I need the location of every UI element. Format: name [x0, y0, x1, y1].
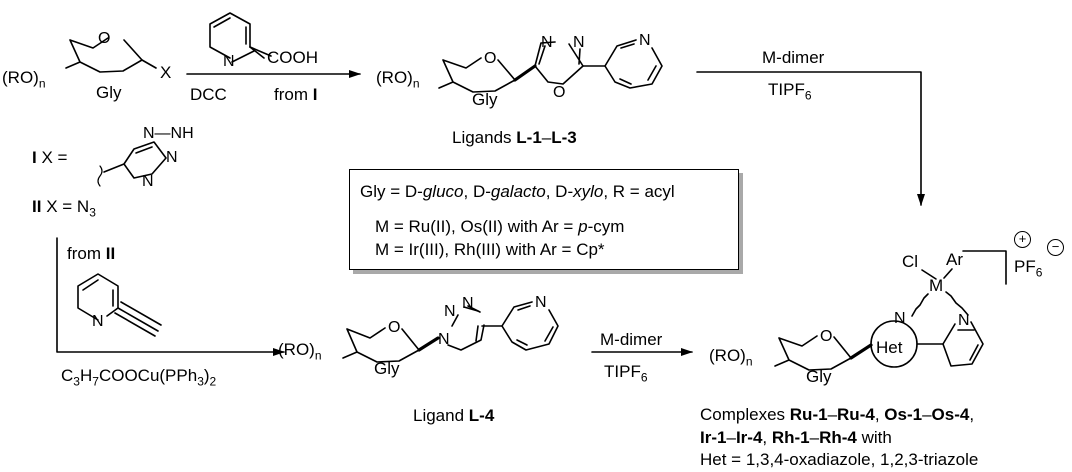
complex-caption-line3: Het = 1,3,4-oxadiazole, 1,2,3-triazole — [700, 450, 979, 469]
ligand4-pyridine-n: N — [535, 294, 547, 311]
complex-pyridine-n: N — [958, 312, 970, 329]
tetrazole-n4-label: N — [142, 173, 154, 190]
complex-gly-label: Gly — [806, 367, 832, 386]
def-ii-label: II X = N3 — [32, 197, 96, 220]
ligand13-pyridine-n: N — [639, 32, 651, 49]
oxadiazole-n1-label: N — [541, 34, 553, 51]
het-label: Het — [876, 338, 903, 357]
oxadiazole-o-label: O — [553, 84, 566, 101]
ligand-4-structure — [342, 301, 559, 363]
complex-ring-oxygen: O — [820, 328, 833, 345]
ligand13-ro-label: (RO)n — [376, 68, 420, 91]
start-x-label: X — [160, 63, 172, 82]
ligand4-gly-label: Gly — [374, 359, 400, 378]
complex-cl-label: Cl — [902, 252, 919, 271]
start-gly-label: Gly — [96, 83, 122, 102]
triazole-n1-label: N — [438, 331, 450, 348]
start-ring-oxygen: O — [98, 30, 111, 47]
pf6-counterion: PF6 — [1014, 257, 1043, 280]
gly-definition: Gly = D-gluco, D-galacto, D-xylo, R = ac… — [360, 182, 675, 201]
complex-metal-label: M — [929, 276, 944, 295]
complex-structure — [774, 250, 1007, 371]
from-i-label: from I — [274, 85, 318, 104]
tipf6-top-label: TIPF6 — [768, 80, 812, 103]
acid-cooh-label: COOH — [267, 48, 318, 67]
ligand13-gly-label: Gly — [472, 90, 498, 109]
start-ro-label: (RO)n — [2, 68, 46, 91]
tipf6-bottom-label: TIPF6 — [604, 362, 648, 385]
alkyne-pyridine-n: N — [92, 313, 104, 330]
ethynylpyridine-structure — [77, 273, 162, 337]
tetrazole-n3-label: N — [166, 149, 178, 166]
metal-definition-ru-os: M = Ru(II), Os(II) with Ar = p-cym — [375, 217, 625, 236]
tetrazole-structure — [97, 141, 167, 187]
picolinic-acid-structure — [209, 12, 272, 63]
complex-caption-line2: Ir-1–Ir-4, Rh-1–Rh-4 with — [700, 428, 892, 447]
copper-reagent-label: C3H7COOCu(PPh3)2 — [61, 366, 217, 389]
acid-nitrogen: N — [223, 53, 235, 70]
ligand13-caption: Ligands L-1–L-3 — [452, 128, 577, 147]
from-ii-label: from II — [67, 244, 116, 263]
triazole-n2-label: N — [444, 303, 456, 320]
tetrazole-nh-label: N—NH — [143, 125, 194, 142]
m-dimer-top-label: M-dimer — [762, 48, 825, 67]
het-nitrogen-label: N — [894, 310, 906, 327]
start-sugar-ring — [65, 37, 157, 73]
ligand4-ring-oxygen: O — [388, 319, 401, 336]
complex-ar-label: Ar — [946, 250, 963, 269]
complex-caption-line1: Complexes Ru-1–Ru-4, Os-1–Os-4, — [700, 405, 975, 424]
complex-ro-label: (RO)n — [709, 346, 753, 369]
dcc-label: DCC — [190, 85, 227, 104]
anion-charge: − — [1047, 239, 1064, 256]
m-dimer-bottom-label: M-dimer — [600, 330, 663, 349]
ligand4-ro-label: (RO)n — [278, 340, 322, 363]
metal-definition-ir-rh: M = Ir(III), Rh(III) with Ar = Cp* — [375, 240, 605, 259]
ligand13-ring-oxygen: O — [484, 50, 497, 67]
definitions-box — [349, 169, 739, 270]
triazole-n3-label: N — [462, 295, 474, 312]
ligand-13-structure — [438, 39, 663, 93]
ligand4-caption: Ligand L-4 — [413, 406, 495, 425]
cation-charge: + — [1014, 231, 1031, 248]
oxadiazole-n2-label: N — [573, 34, 585, 51]
def-i-label: I X = — [32, 148, 68, 167]
reaction-arrows — [56, 70, 925, 356]
